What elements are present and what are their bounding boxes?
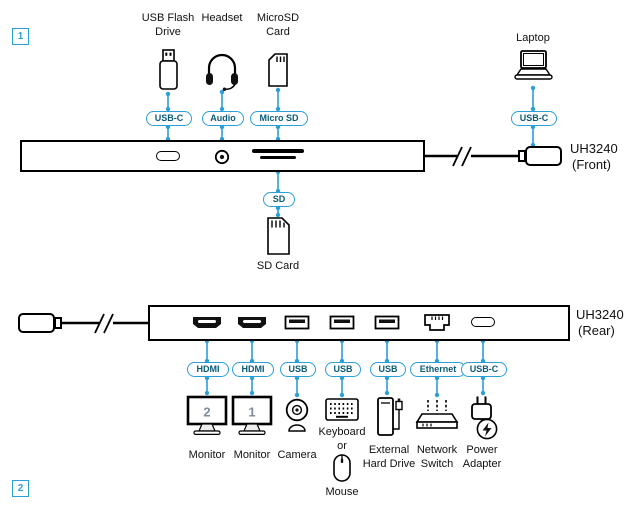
- laptop-icon: [514, 50, 553, 80]
- rear-device-name: UH3240: [576, 307, 624, 322]
- port-pill-front-sd: SD: [263, 192, 295, 207]
- svg-text:2: 2: [203, 405, 210, 420]
- rear-ethernet-port: [424, 314, 450, 331]
- laptop-label: Laptop: [516, 32, 550, 44]
- port-pill-usb-3: USB: [370, 362, 406, 377]
- rear-usbc-plug-neck: [54, 317, 62, 329]
- port-pill-usb-1: USB: [280, 362, 316, 377]
- rear-hdmi-port-2: [238, 317, 266, 328]
- headset-icon: [206, 53, 238, 91]
- camera-icon: [285, 398, 309, 432]
- front-sd-slot: [260, 156, 296, 159]
- usb-flash-drive-icon: [159, 49, 178, 90]
- port-pill-front-laptop-usbc: USB-C: [511, 111, 557, 126]
- external-hard-drive-icon: [377, 397, 403, 436]
- svg-text:1: 1: [248, 405, 255, 420]
- power-adapter-label: Power Adapter: [462, 444, 502, 470]
- rear-view-label: (Rear): [578, 323, 615, 338]
- external-hard-drive-label: External Hard Drive: [362, 444, 416, 470]
- port-pill-hdmi-1: HDMI: [187, 362, 229, 377]
- port-pill-front-usbc: USB-C: [146, 111, 192, 126]
- port-pill-ethernet: Ethernet: [410, 362, 466, 377]
- rear-hdmi-port-1: [193, 317, 221, 328]
- front-usbc-plug: [525, 146, 562, 166]
- power-adapter-icon: [471, 396, 498, 440]
- rear-usb-port-1: [284, 315, 310, 330]
- rear-usbc-plug: [18, 313, 55, 333]
- network-switch-label: Network Switch: [416, 444, 458, 470]
- mouse-label: Mouse: [325, 486, 359, 498]
- camera-label: Camera: [277, 449, 317, 461]
- keyboard-icon: [325, 398, 359, 421]
- monitor-1-label: Monitor: [233, 449, 271, 461]
- rear-usb-port-3: [374, 315, 400, 330]
- port-pill-usb-2: USB: [325, 362, 361, 377]
- front-usbc-port: [156, 151, 180, 161]
- microsd-card-label: MicroSD Card: [256, 12, 300, 38]
- port-pill-rear-usbc: USB-C: [461, 362, 507, 377]
- keyboard-or-label: Keyboard or: [318, 426, 366, 452]
- front-audio-jack: [214, 149, 230, 165]
- rear-usbc-port: [471, 317, 495, 327]
- step-badge-front: 1: [12, 28, 29, 45]
- sd-card-icon: [267, 217, 290, 255]
- network-switch-icon: [415, 400, 459, 429]
- monitor-1-icon: 1: [231, 395, 273, 436]
- front-microsd-slot: [252, 149, 304, 153]
- port-pill-front-audio: Audio: [202, 111, 244, 126]
- mouse-icon: [333, 454, 351, 482]
- monitor-2-icon: 2: [186, 395, 228, 436]
- rear-usb-port-2: [329, 315, 355, 330]
- sd-card-label: SD Card: [256, 260, 300, 272]
- port-pill-hdmi-2: HDMI: [232, 362, 274, 377]
- step-badge-rear: 2: [12, 480, 29, 497]
- front-view-label: (Front): [572, 157, 611, 172]
- microsd-card-icon: [268, 53, 288, 87]
- front-device-name: UH3240: [570, 141, 618, 156]
- port-pill-front-microsd: Micro SD: [250, 111, 308, 126]
- monitor-2-label: Monitor: [188, 449, 226, 461]
- headset-label: Headset: [201, 12, 243, 24]
- usb-flash-drive-label: USB Flash Drive: [141, 12, 195, 38]
